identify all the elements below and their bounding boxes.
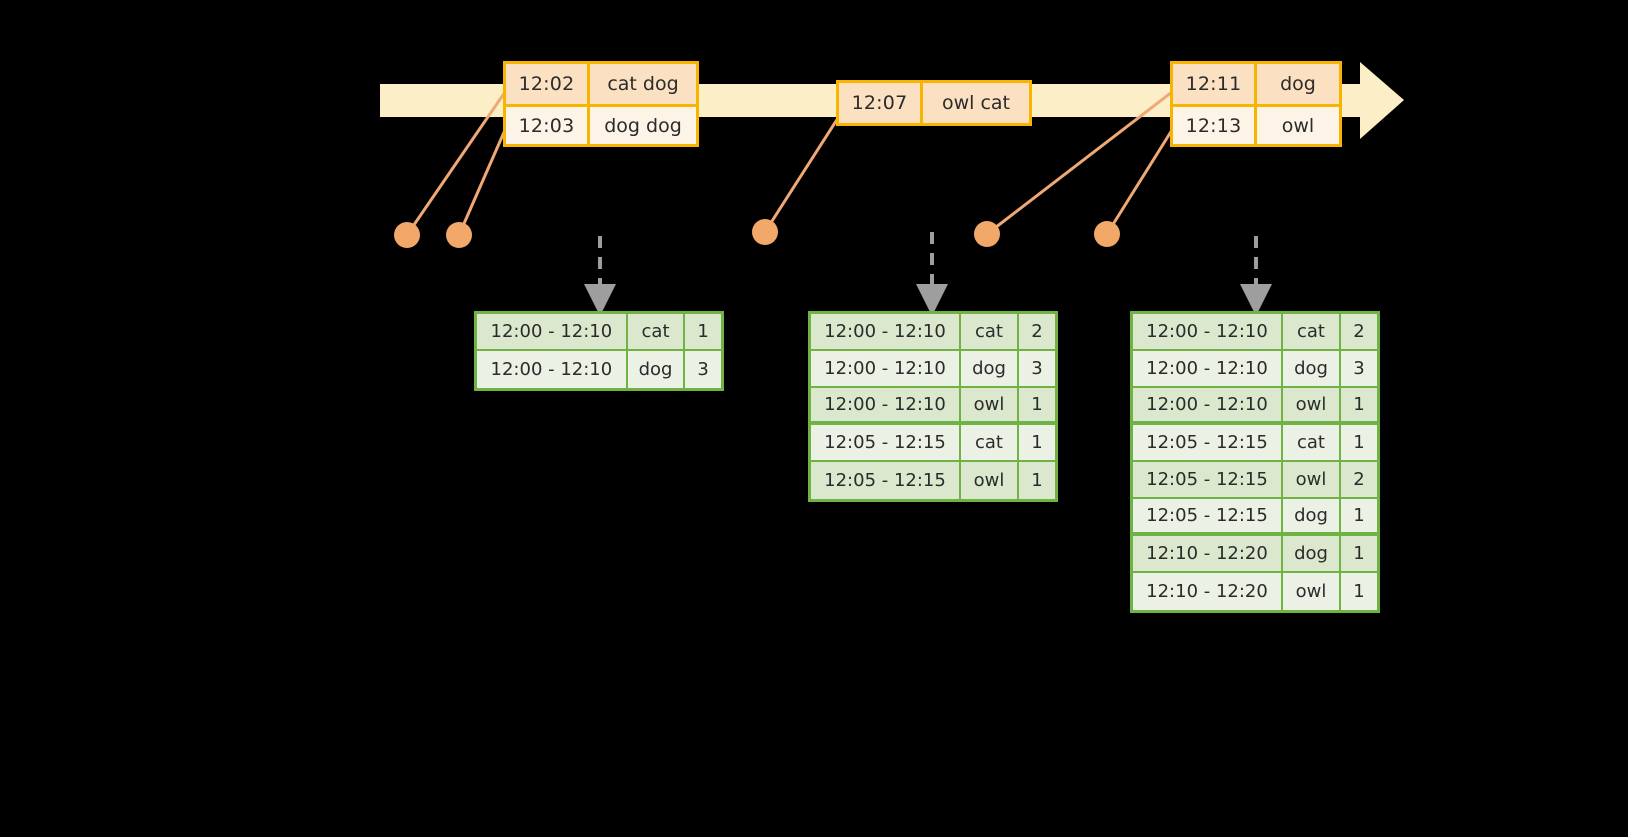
cell-word: dog: [1283, 351, 1341, 386]
arrival-dot: [394, 222, 420, 248]
event-box-3[interactable]: 12:11 dog 12:13 owl: [1170, 61, 1342, 147]
cell-count: 1: [1353, 581, 1365, 602]
cell-count: 1: [1031, 432, 1043, 453]
event-words: owl: [1281, 114, 1315, 137]
cell-window: 12:00 - 12:10: [1133, 388, 1283, 421]
event-words: cat dog: [607, 73, 679, 95]
cell-count: 1: [1031, 394, 1043, 415]
cell-word: cat: [1283, 314, 1341, 349]
cell-window: 12:00 - 12:10: [477, 314, 628, 349]
event-timestamp: 12:13: [1173, 107, 1257, 144]
cell-count: 1: [1353, 432, 1365, 453]
cell-word: cat: [1283, 425, 1341, 460]
cell-word: dog: [628, 351, 686, 388]
cell-word: owl: [961, 462, 1019, 499]
cell-window: 12:10 - 12:20: [1133, 573, 1283, 610]
cell-window: 12:00 - 12:10: [1133, 314, 1283, 349]
event-timestamp: 12:07: [839, 83, 923, 123]
cell-window: 12:00 - 12:10: [1133, 351, 1283, 386]
event-timestamp: 12:11: [1173, 64, 1257, 104]
event-row: 12:03 dog dog: [506, 104, 696, 144]
cell-count: 3: [1031, 358, 1043, 379]
cell-window: 12:05 - 12:15: [811, 425, 961, 460]
cell-window: 12:00 - 12:10: [811, 388, 961, 421]
cell-word: cat: [628, 314, 686, 349]
event-row: 12:13 owl: [1173, 104, 1339, 144]
cell-count: 2: [1031, 321, 1043, 342]
cell-word: dog: [1283, 536, 1341, 571]
event-dots: [394, 219, 1120, 248]
event-timestamp: 12:03: [506, 107, 590, 144]
cell-word: owl: [1283, 388, 1341, 421]
cell-count: 1: [1031, 470, 1043, 491]
cell-word: dog: [1283, 499, 1341, 532]
cell-count: 2: [1353, 469, 1365, 490]
event-box-1[interactable]: 12:02 cat dog 12:03 dog dog: [503, 61, 699, 147]
cell-word: owl: [1283, 573, 1341, 610]
cell-window: 12:00 - 12:10: [811, 351, 961, 386]
cell-word: cat: [961, 425, 1019, 460]
cell-count: 1: [1353, 543, 1365, 564]
cell-window: 12:00 - 12:10: [477, 351, 628, 388]
cell-window: 12:00 - 12:10: [811, 314, 961, 349]
cell-word: owl: [1283, 462, 1341, 497]
event-timestamp: 12:02: [506, 64, 590, 104]
arrival-dot: [446, 222, 472, 248]
cell-window: 12:10 - 12:20: [1133, 536, 1283, 571]
cell-window: 12:05 - 12:15: [811, 462, 961, 499]
arrival-dot: [1094, 221, 1120, 247]
event-box-2[interactable]: 12:07 owl cat: [836, 80, 1032, 126]
arrival-dot: [974, 221, 1000, 247]
event-words: dog: [1280, 73, 1316, 95]
arrival-dot: [752, 219, 778, 245]
cell-window: 12:05 - 12:15: [1133, 499, 1283, 532]
cell-count: 1: [697, 321, 709, 342]
cell-count: 1: [1353, 505, 1365, 526]
cell-word: dog: [961, 351, 1019, 386]
event-row: 12:02 cat dog: [506, 64, 696, 104]
event-words: dog dog: [604, 114, 682, 137]
cell-word: owl: [961, 388, 1019, 421]
cell-count: 2: [1353, 321, 1365, 342]
cell-window: 12:05 - 12:15: [1133, 425, 1283, 460]
event-row: 12:11 dog: [1173, 64, 1339, 104]
cell-window: 12:05 - 12:15: [1133, 462, 1283, 497]
cell-count: 1: [1353, 394, 1365, 415]
event-words: owl cat: [941, 92, 1011, 114]
event-row: 12:07 owl cat: [839, 83, 1029, 123]
cell-count: 3: [1353, 358, 1365, 379]
dashed-arrows: [584, 232, 1272, 316]
cell-count: 3: [697, 359, 709, 380]
cell-word: cat: [961, 314, 1019, 349]
